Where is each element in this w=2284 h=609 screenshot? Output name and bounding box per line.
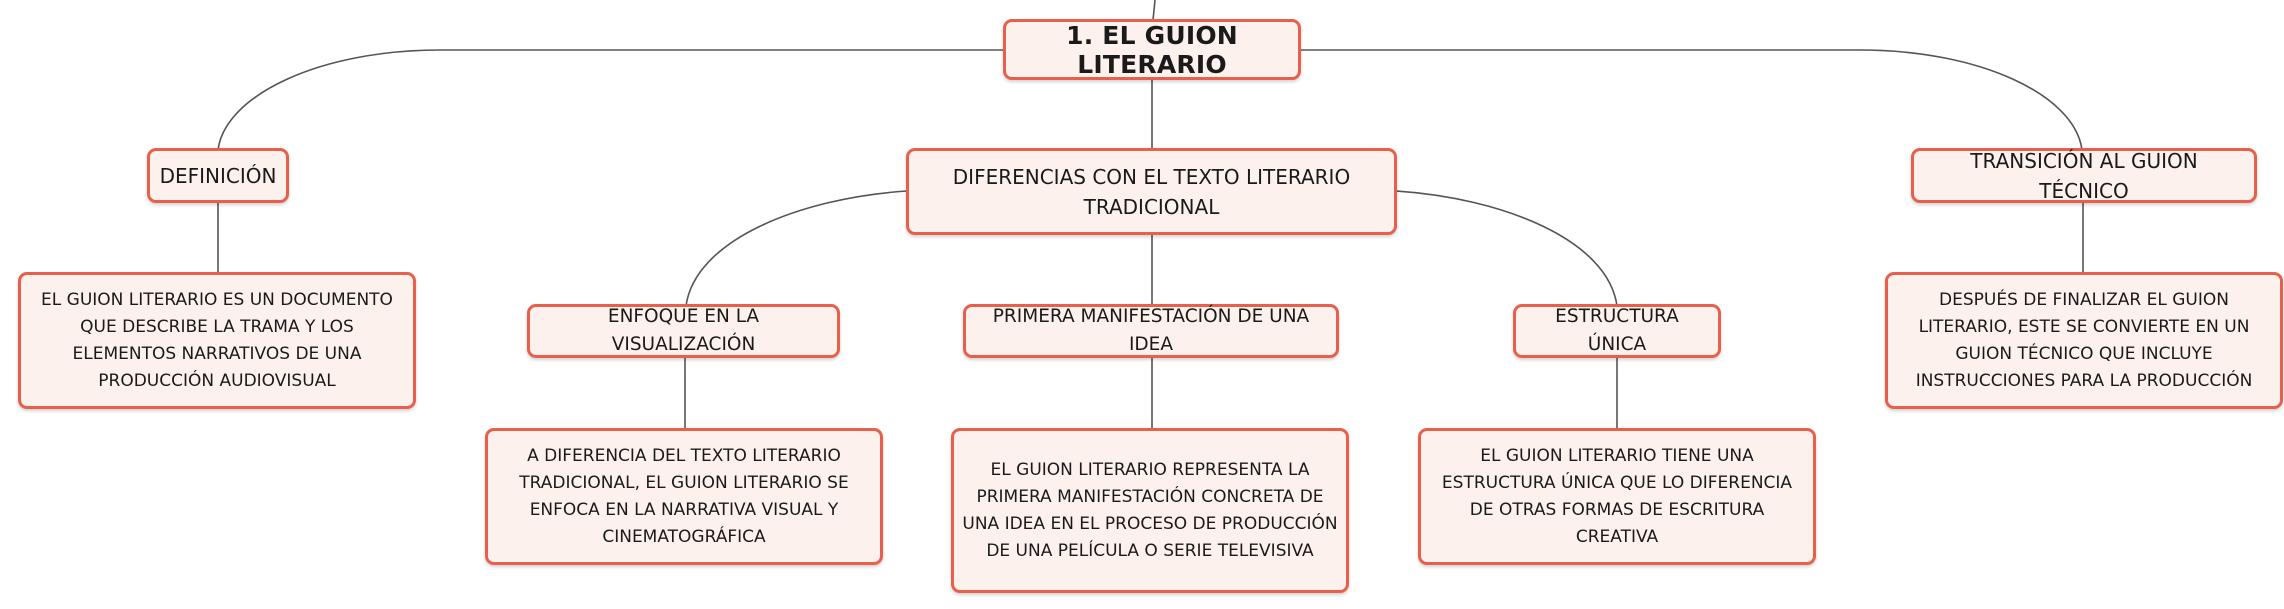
detail-node-text: EL GUION LITERARIO ES UN DOCUMENTO QUE D… [41, 289, 393, 391]
detail-node-transicion[interactable]: DESPUÉS DE FINALIZAR EL GUION LITERARIO,… [1885, 272, 2283, 409]
subtopic-node-label: PRIMERA MANIFESTACIÓN DE UNA IDEA [992, 306, 1310, 355]
subtopic-node-label: ESTRUCTURA ÚNICA [1555, 306, 1679, 355]
subtopic-node-estructura[interactable]: ESTRUCTURA ÚNICA [1513, 304, 1721, 358]
topic-node-diferencias[interactable]: DIFERENCIAS CON EL TEXTO LITERARIO TRADI… [906, 148, 1397, 235]
detail-node-primera[interactable]: EL GUION LITERARIO REPRESENTA LA PRIMERA… [951, 428, 1349, 593]
connector-root-definicion [217, 49, 1004, 151]
detail-node-text: A DIFERENCIA DEL TEXTO LITERARIO TRADICI… [519, 445, 849, 547]
connector-root-transicion [1300, 49, 2083, 151]
connector-diferencias-estructura [1395, 190, 1618, 307]
root-node-label: 1. EL GUION LITERARIO [1066, 20, 1238, 79]
subtopic-node-enfoque[interactable]: ENFOQUE EN LA VISUALIZACIÓN [527, 304, 840, 358]
detail-node-text: EL GUION LITERARIO TIENE UNA ESTRUCTURA … [1441, 445, 1793, 547]
detail-node-definicion[interactable]: EL GUION LITERARIO ES UN DOCUMENTO QUE D… [18, 272, 416, 409]
detail-node-text: DESPUÉS DE FINALIZAR EL GUION LITERARIO,… [1915, 289, 2253, 391]
topic-node-label: TRANSICIÓN AL GUION TÉCNICO [1970, 148, 2198, 203]
connector-diferencias-enfoque [685, 190, 908, 307]
topic-node-definicion[interactable]: DEFINICIÓN [147, 148, 289, 203]
connector-parent-root [1152, 0, 1156, 21]
topic-node-label: DIFERENCIAS CON EL TEXTO LITERARIO TRADI… [952, 164, 1351, 219]
subtopic-node-primera[interactable]: PRIMERA MANIFESTACIÓN DE UNA IDEA [963, 304, 1339, 358]
subtopic-node-label: ENFOQUE EN LA VISUALIZACIÓN [607, 306, 760, 355]
topic-node-transicion[interactable]: TRANSICIÓN AL GUION TÉCNICO [1911, 148, 2257, 203]
topic-node-label: DEFINICIÓN [159, 163, 277, 188]
root-node-el-guion-literario[interactable]: 1. EL GUION LITERARIO [1003, 19, 1301, 80]
detail-node-estructura[interactable]: EL GUION LITERARIO TIENE UNA ESTRUCTURA … [1418, 428, 1816, 565]
detail-node-enfoque[interactable]: A DIFERENCIA DEL TEXTO LITERARIO TRADICI… [485, 428, 883, 565]
detail-node-text: EL GUION LITERARIO REPRESENTA LA PRIMERA… [962, 459, 1338, 561]
